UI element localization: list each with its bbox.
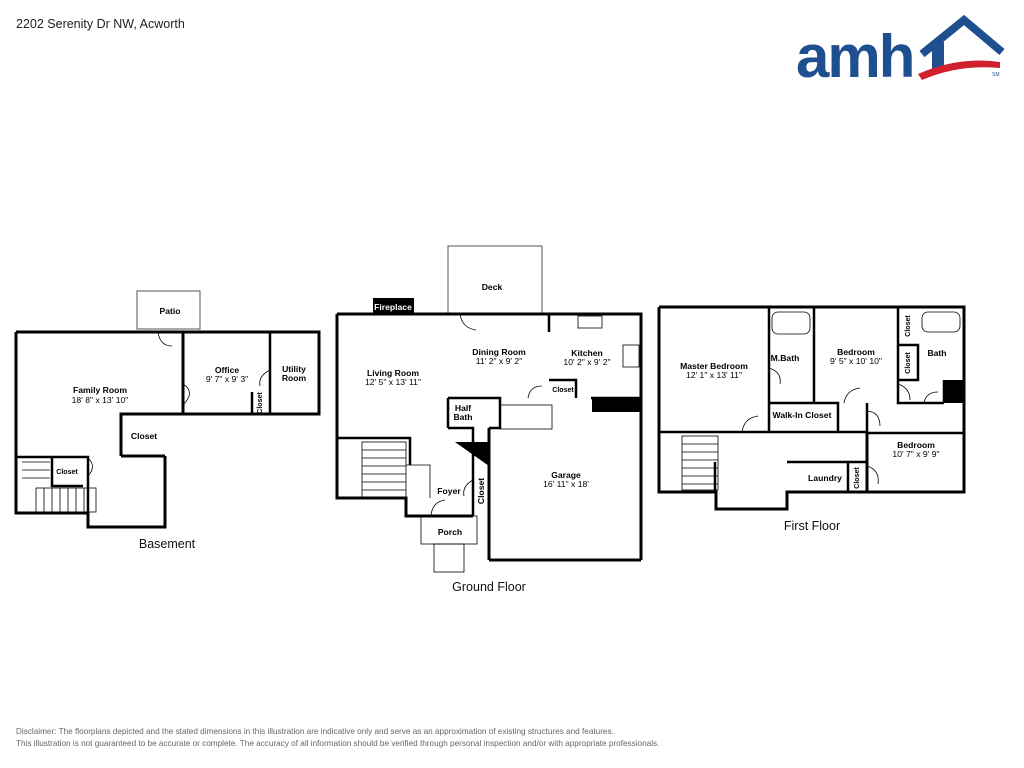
master-bedroom-label: Master Bedroom: [680, 361, 748, 371]
garage-stairs: [499, 404, 553, 430]
porch-label: Porch: [438, 527, 462, 537]
kitchen-sink: [577, 315, 603, 329]
half-bath-label-2: Bath: [453, 412, 472, 422]
first-floor-label: First Floor: [784, 519, 840, 533]
basement-stair-treads: [22, 461, 85, 512]
garage-label: Garage: [551, 470, 581, 480]
logo-swoosh: [918, 60, 1000, 80]
half-bath-chase: [455, 442, 489, 466]
living-room-dims: 12' 5" x 13' 11": [365, 377, 421, 387]
logo-service-mark: SM: [992, 72, 1000, 78]
foyer-label: Foyer: [437, 486, 461, 496]
office-label: Office: [215, 365, 240, 375]
first-stairs: [681, 435, 719, 491]
half-bath-label-1: Half: [455, 403, 471, 413]
patio-label: Patio: [159, 306, 180, 316]
family-room-label: Family Room: [73, 385, 127, 395]
closet-a-label: Closet: [905, 315, 912, 337]
kitchen-dims: 10' 2" x 9' 2": [563, 357, 610, 367]
ground-door-swings: [430, 313, 543, 517]
master-tub: [771, 311, 811, 335]
deck-outline: [447, 245, 543, 315]
property-address: 2202 Serenity Dr NW, Acworth: [16, 17, 185, 31]
kitchen-label: Kitchen: [571, 348, 603, 358]
porch-steps: [433, 543, 465, 573]
basement-floor-label: Basement: [139, 537, 196, 551]
first-floor-plan: [657, 305, 966, 511]
closet-c-label: Closet: [854, 467, 861, 489]
patio-outline: [136, 290, 201, 330]
kitchen-range: [622, 344, 640, 368]
disclaimer-line-1: Disclaimer: The floorplans depicted and …: [16, 727, 614, 736]
foyer-closet-label: Closet: [476, 478, 486, 504]
basement-door-swings: [87, 331, 271, 477]
first-door-swings: [741, 367, 939, 485]
garage-wall-block: [592, 398, 641, 412]
utility-room-label-2: Room: [282, 373, 307, 383]
logo-wordmark: amh: [796, 23, 913, 88]
basement-interior-walls: [16, 332, 272, 513]
office-dims: 9' 7" x 9' 3": [206, 374, 248, 384]
m-bath-label: M.Bath: [771, 353, 800, 363]
office-closet-label: Closet: [257, 392, 264, 414]
deck-label: Deck: [482, 282, 503, 292]
bath-tub: [921, 311, 961, 333]
closet-b-label: Closet: [905, 352, 912, 374]
ground-interior-walls: [337, 314, 641, 516]
garage-dims: 16' 11" x 18': [543, 479, 589, 489]
laundry-label: Laundry: [808, 473, 842, 483]
basement-closet-label: Closet: [131, 431, 157, 441]
first-interior-walls: [659, 307, 964, 494]
basement-outer-walls: [14, 330, 321, 529]
kitchen-closet-label: Closet: [552, 387, 574, 394]
bath-label: Bath: [927, 348, 946, 358]
bath-wall-block: [944, 380, 964, 403]
dining-room-dims: 11' 2" x 9' 2": [476, 356, 523, 366]
first-stair-treads: [682, 443, 718, 485]
master-bedroom-dims: 12' 1" x 13' 11": [686, 370, 742, 380]
disclaimer-line-2: This illustration is not guaranteed to b…: [16, 739, 660, 748]
bedroom-3-dims: 10' 7" x 9' 9": [892, 449, 939, 459]
ground-floor-label: Ground Floor: [452, 580, 526, 594]
basement-plan: [14, 290, 321, 529]
ground-floor-plan: [335, 245, 643, 573]
fireplace-block: [373, 298, 414, 314]
utility-room-label-1: Utility: [282, 364, 306, 374]
basement-stairs: [35, 487, 97, 513]
bedroom-3-label: Bedroom: [897, 440, 935, 450]
living-stair-treads: [362, 449, 431, 498]
walk-in-closet-label: Walk-In Closet: [773, 410, 832, 420]
amh-logo: amh SM: [796, 14, 1005, 88]
bedroom-2-dims: 9' 5" x 10' 10": [830, 356, 882, 366]
stairs-closet-label: Closet: [56, 469, 78, 476]
fireplace-label: Fireplace: [374, 302, 412, 312]
living-room-label: Living Room: [367, 368, 419, 378]
dining-room-label: Dining Room: [472, 347, 526, 357]
family-room-dims: 18' 8" x 13' 10": [72, 395, 129, 405]
logo-house-body: [932, 42, 944, 70]
living-stairs: [361, 441, 407, 499]
bedroom-2-label: Bedroom: [837, 347, 875, 357]
